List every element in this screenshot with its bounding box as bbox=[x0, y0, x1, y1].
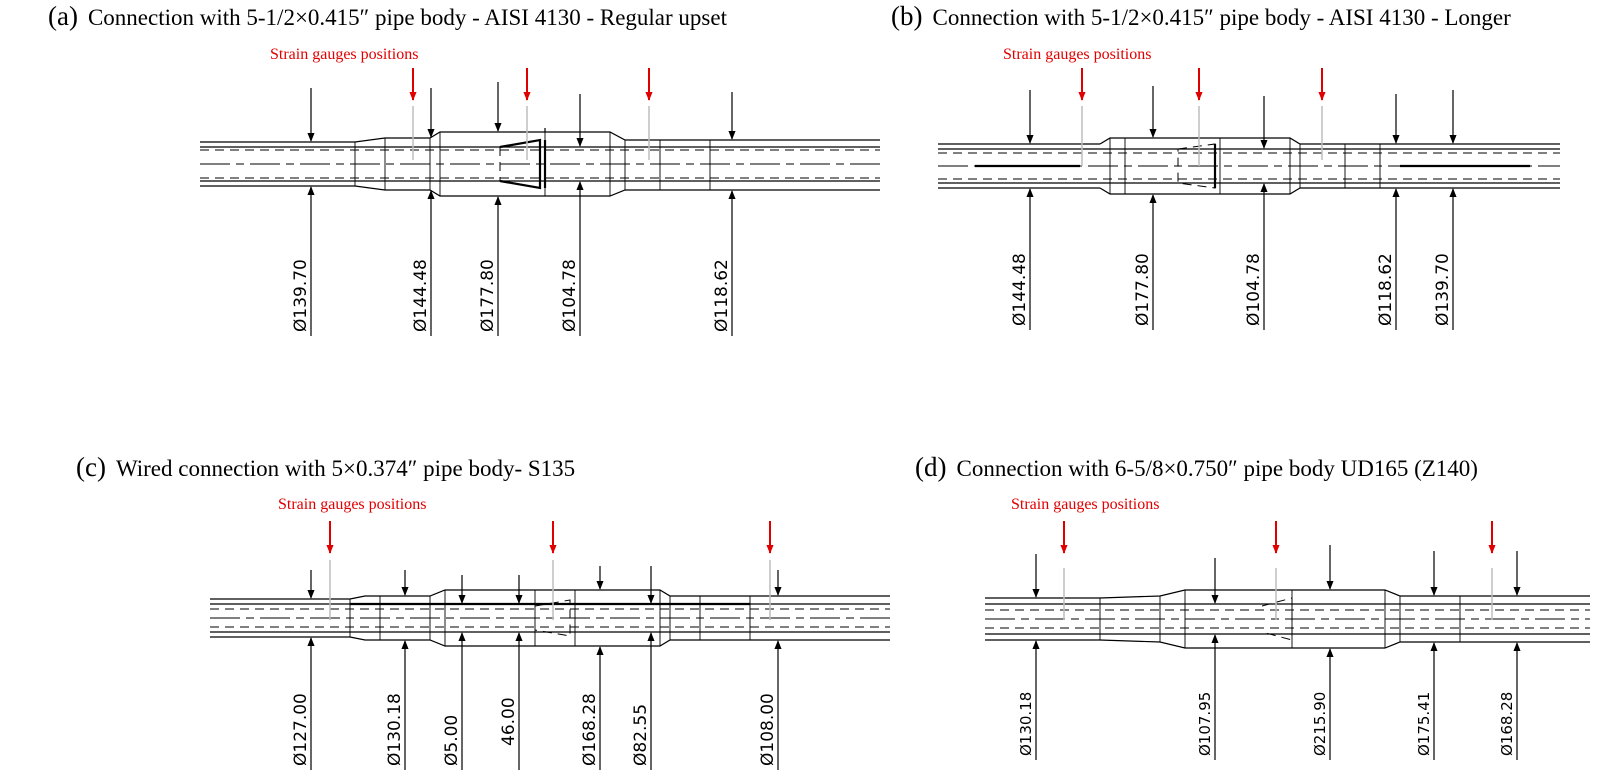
dimension-label: Ø139.70 bbox=[291, 259, 311, 332]
dimension-label: Ø144.48 bbox=[411, 259, 431, 332]
panel-b-title: (b) Connection with 5-1/2×0.415″ pipe bo… bbox=[891, 1, 1511, 31]
panel-c-title-text: Wired connection with 5×0.374″ pipe body… bbox=[116, 456, 575, 481]
dimension-label: Ø118.62 bbox=[712, 259, 732, 332]
panel-d-strain-gauges bbox=[1060, 521, 1496, 620]
dimension-label: Ø144.48 bbox=[1010, 253, 1030, 326]
dimension-label: Ø130.18 bbox=[385, 693, 405, 766]
panel-c-strain-label: Strain gauges positions bbox=[278, 496, 426, 513]
panel-a-pipe-outline bbox=[200, 128, 880, 197]
panel-d-dimension-lines bbox=[1032, 545, 1521, 760]
dimension-label: Ø108.00 bbox=[758, 693, 778, 766]
dimension-label: Ø107.95 bbox=[1196, 692, 1214, 756]
panel-b-strain-gauges bbox=[1078, 68, 1326, 166]
panel-a-dimension-lines bbox=[307, 82, 736, 336]
dimension-label: Ø82.55 bbox=[631, 704, 651, 766]
dimension-label: Ø127.00 bbox=[291, 693, 311, 766]
dimension-label: Ø5.00 bbox=[442, 715, 462, 766]
dimension-label: Ø139.70 bbox=[1433, 253, 1453, 326]
panel-c-pipe-outline bbox=[210, 589, 890, 647]
panel-b-pipe-outline bbox=[938, 137, 1560, 195]
panel-a-strain-label: Strain gauges positions bbox=[270, 46, 418, 63]
panel-c-strain-gauges bbox=[326, 521, 774, 620]
dimension-label: Ø177.80 bbox=[1133, 253, 1153, 326]
dimension-label: Ø130.18 bbox=[1017, 692, 1035, 756]
panel-a: (a) Connection with 5-1/2×0.415″ pipe bo… bbox=[48, 1, 880, 336]
panel-a-title-text: Connection with 5-1/2×0.415″ pipe body -… bbox=[88, 5, 728, 30]
panel-b: (b) Connection with 5-1/2×0.415″ pipe bo… bbox=[891, 1, 1560, 330]
dimension-label: Ø118.62 bbox=[1376, 253, 1396, 326]
panel-b-dimension-labels: Ø144.48 Ø177.80 Ø104.78 Ø118.62 Ø139.70 bbox=[1010, 253, 1453, 326]
panel-a-title: (a) Connection with 5-1/2×0.415″ pipe bo… bbox=[48, 1, 728, 31]
panel-c-dimension-labels: Ø127.00 Ø130.18 Ø5.00 46.00 Ø168.28 Ø82.… bbox=[291, 693, 778, 766]
panel-a-strain-gauges bbox=[409, 68, 653, 160]
panel-d-pipe-outline bbox=[985, 589, 1590, 649]
panel-d-title: (d) Connection with 6-5/8×0.750″ pipe bo… bbox=[915, 452, 1478, 482]
dimension-label: Ø104.78 bbox=[560, 259, 580, 332]
panel-b-letter: (b) bbox=[891, 1, 922, 31]
panel-c-dimension-lines bbox=[307, 566, 782, 770]
panel-b-title-text: Connection with 5-1/2×0.415″ pipe body -… bbox=[932, 5, 1511, 30]
panel-d: (d) Connection with 6-5/8×0.750″ pipe bo… bbox=[915, 452, 1590, 760]
dimension-label: Ø104.78 bbox=[1244, 253, 1264, 326]
panel-d-title-text: Connection with 6-5/8×0.750″ pipe body U… bbox=[956, 456, 1477, 481]
dimension-label: Ø168.28 bbox=[1498, 692, 1516, 756]
dimension-label: Ø215.90 bbox=[1311, 692, 1329, 756]
panel-b-strain-label: Strain gauges positions bbox=[1003, 46, 1151, 63]
panel-c-letter: (c) bbox=[76, 452, 106, 482]
panel-c-title: (c) Wired connection with 5×0.374″ pipe … bbox=[76, 452, 575, 482]
dimension-label: Ø175.41 bbox=[1415, 692, 1433, 756]
panel-d-letter: (d) bbox=[915, 452, 946, 482]
panel-a-dimension-labels: Ø139.70 Ø144.48 Ø177.80 Ø104.78 Ø118.62 bbox=[291, 259, 732, 332]
panel-d-dimension-labels: Ø130.18 Ø107.95 Ø215.90 Ø175.41 Ø168.28 bbox=[1017, 692, 1516, 756]
panel-c: (c) Wired connection with 5×0.374″ pipe … bbox=[76, 452, 890, 770]
dimension-label: Ø168.28 bbox=[580, 693, 600, 766]
panel-d-strain-label: Strain gauges positions bbox=[1011, 496, 1159, 513]
panel-b-dimension-lines bbox=[1026, 86, 1457, 330]
panel-a-letter: (a) bbox=[48, 1, 78, 31]
dimension-label: 46.00 bbox=[499, 697, 519, 746]
dimension-label: Ø177.80 bbox=[478, 259, 498, 332]
